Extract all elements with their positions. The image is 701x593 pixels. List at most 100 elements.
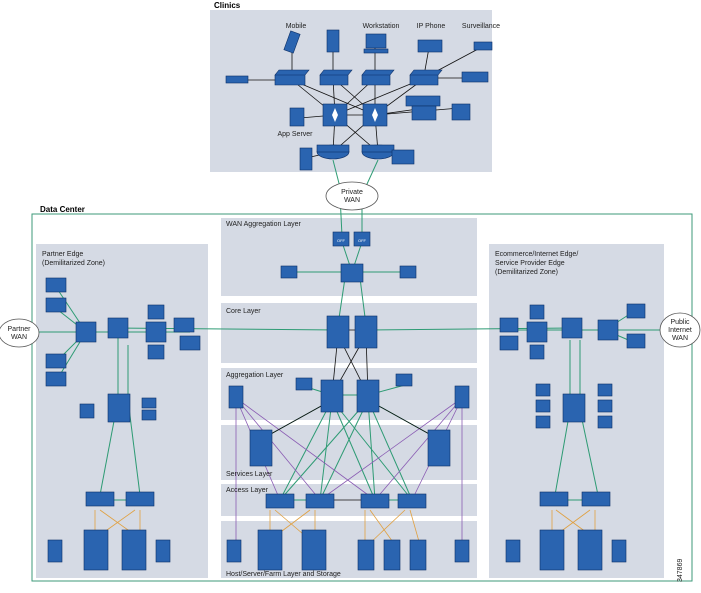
endpoint-label-workstation: Workstation — [363, 23, 400, 30]
ecom-access-2 — [581, 491, 611, 507]
core-layer-label: Core Layer — [226, 308, 261, 315]
ecom-router-1 — [499, 317, 519, 333]
wan-agg-layer-label: WAN Aggregation Layer — [226, 221, 302, 228]
partner-router-4 — [45, 371, 67, 387]
host-storage-3 — [409, 539, 427, 571]
clinic-router-2 — [361, 144, 395, 160]
aggregation-layer-zone — [221, 368, 477, 420]
ecom-server-2 — [529, 344, 545, 360]
monitor-icon — [363, 33, 389, 54]
ecom-host-4 — [611, 539, 627, 563]
agg-firewall-2 — [395, 373, 413, 387]
partner-lb-1 — [79, 403, 95, 419]
partner-host-1 — [47, 539, 63, 563]
partner-host-2 — [83, 529, 109, 571]
partner-router-5 — [173, 317, 195, 333]
agg-firewall-1 — [295, 377, 313, 391]
wan-switch-icon — [340, 263, 364, 283]
ecom-host-1 — [505, 539, 521, 563]
mobile-icon — [283, 30, 301, 54]
clinic-switch-1 — [274, 69, 310, 86]
access-switch-1 — [265, 493, 295, 509]
ecom-lb-5 — [597, 399, 613, 413]
partner-edge-line2: (Demilitarized Zone) — [42, 260, 105, 267]
agg-switch-2 — [356, 379, 380, 413]
camera-icon — [473, 41, 493, 51]
partner-switch-2 — [107, 317, 129, 339]
public-wan-cloud: Public Internet WAN — [659, 312, 701, 348]
agg-edge-server-1 — [228, 385, 244, 409]
svg-text:OFF: OFF — [358, 238, 367, 243]
clinic-core-switch-1 — [322, 103, 348, 127]
ecom-lb-4 — [597, 383, 613, 397]
ecom-server-1 — [529, 304, 545, 320]
partner-router-2 — [45, 297, 67, 313]
partner-switch-1 — [75, 321, 97, 343]
public-wan-line1: Public — [670, 319, 690, 326]
clinic-storage-icon — [405, 95, 441, 121]
clinic-router-1 — [316, 144, 350, 160]
services-layer-label: Services Layer — [226, 471, 273, 478]
clinic-server-icon — [451, 103, 471, 121]
wan-firewall-2 — [399, 265, 417, 279]
partner-edge-line1: Partner Edge — [42, 251, 83, 258]
partner-host-3 — [121, 529, 147, 571]
ecom-edge-line3: (Demilitarized Zone) — [495, 269, 558, 276]
endpoint-label-ip-phone: IP Phone — [417, 23, 446, 30]
aggregation-layer-label: Aggregation Layer — [226, 372, 284, 379]
clinic-ips-icon — [461, 71, 489, 83]
partner-agg-switch — [107, 393, 131, 423]
services-module-2 — [427, 429, 451, 467]
clinic-switch-2 — [319, 69, 353, 86]
ecom-host-3 — [577, 529, 603, 571]
ecom-lb-2 — [535, 399, 551, 413]
endpoint-label-surveillance: Surveillance — [462, 23, 500, 30]
host-server-2 — [301, 529, 327, 571]
ecom-edge-line1: Ecommerce/Internet Edge/ — [495, 251, 578, 258]
partner-access-1 — [85, 491, 115, 507]
partner-wan-cloud: Partner WAN — [0, 318, 40, 348]
services-module-1 — [249, 429, 273, 467]
partner-access-2 — [125, 491, 155, 507]
access-layer-label: Access Layer — [226, 487, 269, 494]
host-rack-2 — [454, 539, 470, 563]
endpoint-label-mobile: Mobile — [286, 23, 307, 30]
wan-firewall-1 — [280, 265, 298, 279]
core-switch-1 — [326, 315, 350, 349]
host-storage-1 — [357, 539, 375, 571]
partner-server-1 — [147, 304, 165, 320]
wireless-ap-icon — [225, 75, 249, 84]
partner-server-2 — [147, 344, 165, 360]
partner-router-6 — [179, 335, 201, 351]
core-switch-2 — [354, 315, 378, 349]
clinics-zone — [210, 10, 492, 172]
public-wan-line3: WAN — [672, 335, 688, 342]
ecom-router-3 — [626, 303, 646, 319]
partner-host-4 — [155, 539, 171, 563]
partner-router-3 — [45, 353, 67, 369]
partner-switch-3 — [145, 321, 167, 343]
ecom-access-1 — [539, 491, 569, 507]
ecom-lb-1 — [535, 383, 551, 397]
wan-router-2: OFF — [353, 231, 371, 247]
partner-router-1 — [45, 277, 67, 293]
ecom-host-2 — [539, 529, 565, 571]
clinic-switch-3 — [361, 69, 395, 86]
access-switch-3 — [360, 493, 390, 509]
access-switch-2 — [305, 493, 335, 509]
clinic-switch-4 — [409, 69, 443, 86]
svg-text:OFF: OFF — [337, 238, 346, 243]
host-layer-label: Host/Server/Farm Layer and Storage — [226, 571, 341, 578]
private-wan-cloud: Private WAN — [325, 181, 379, 211]
clinics-title: Clinics — [214, 1, 241, 10]
access-switch-4 — [397, 493, 427, 509]
ecom-agg-switch — [562, 393, 586, 423]
wan-router-1: OFF — [332, 231, 350, 247]
ecom-switch-3 — [597, 319, 619, 341]
public-wan-line2: Internet — [668, 327, 692, 334]
ecom-router-4 — [626, 333, 646, 349]
partner-wan-line1: Partner — [8, 326, 32, 333]
figure-id: 347869 — [677, 559, 684, 582]
ecom-lb-6 — [597, 415, 613, 429]
